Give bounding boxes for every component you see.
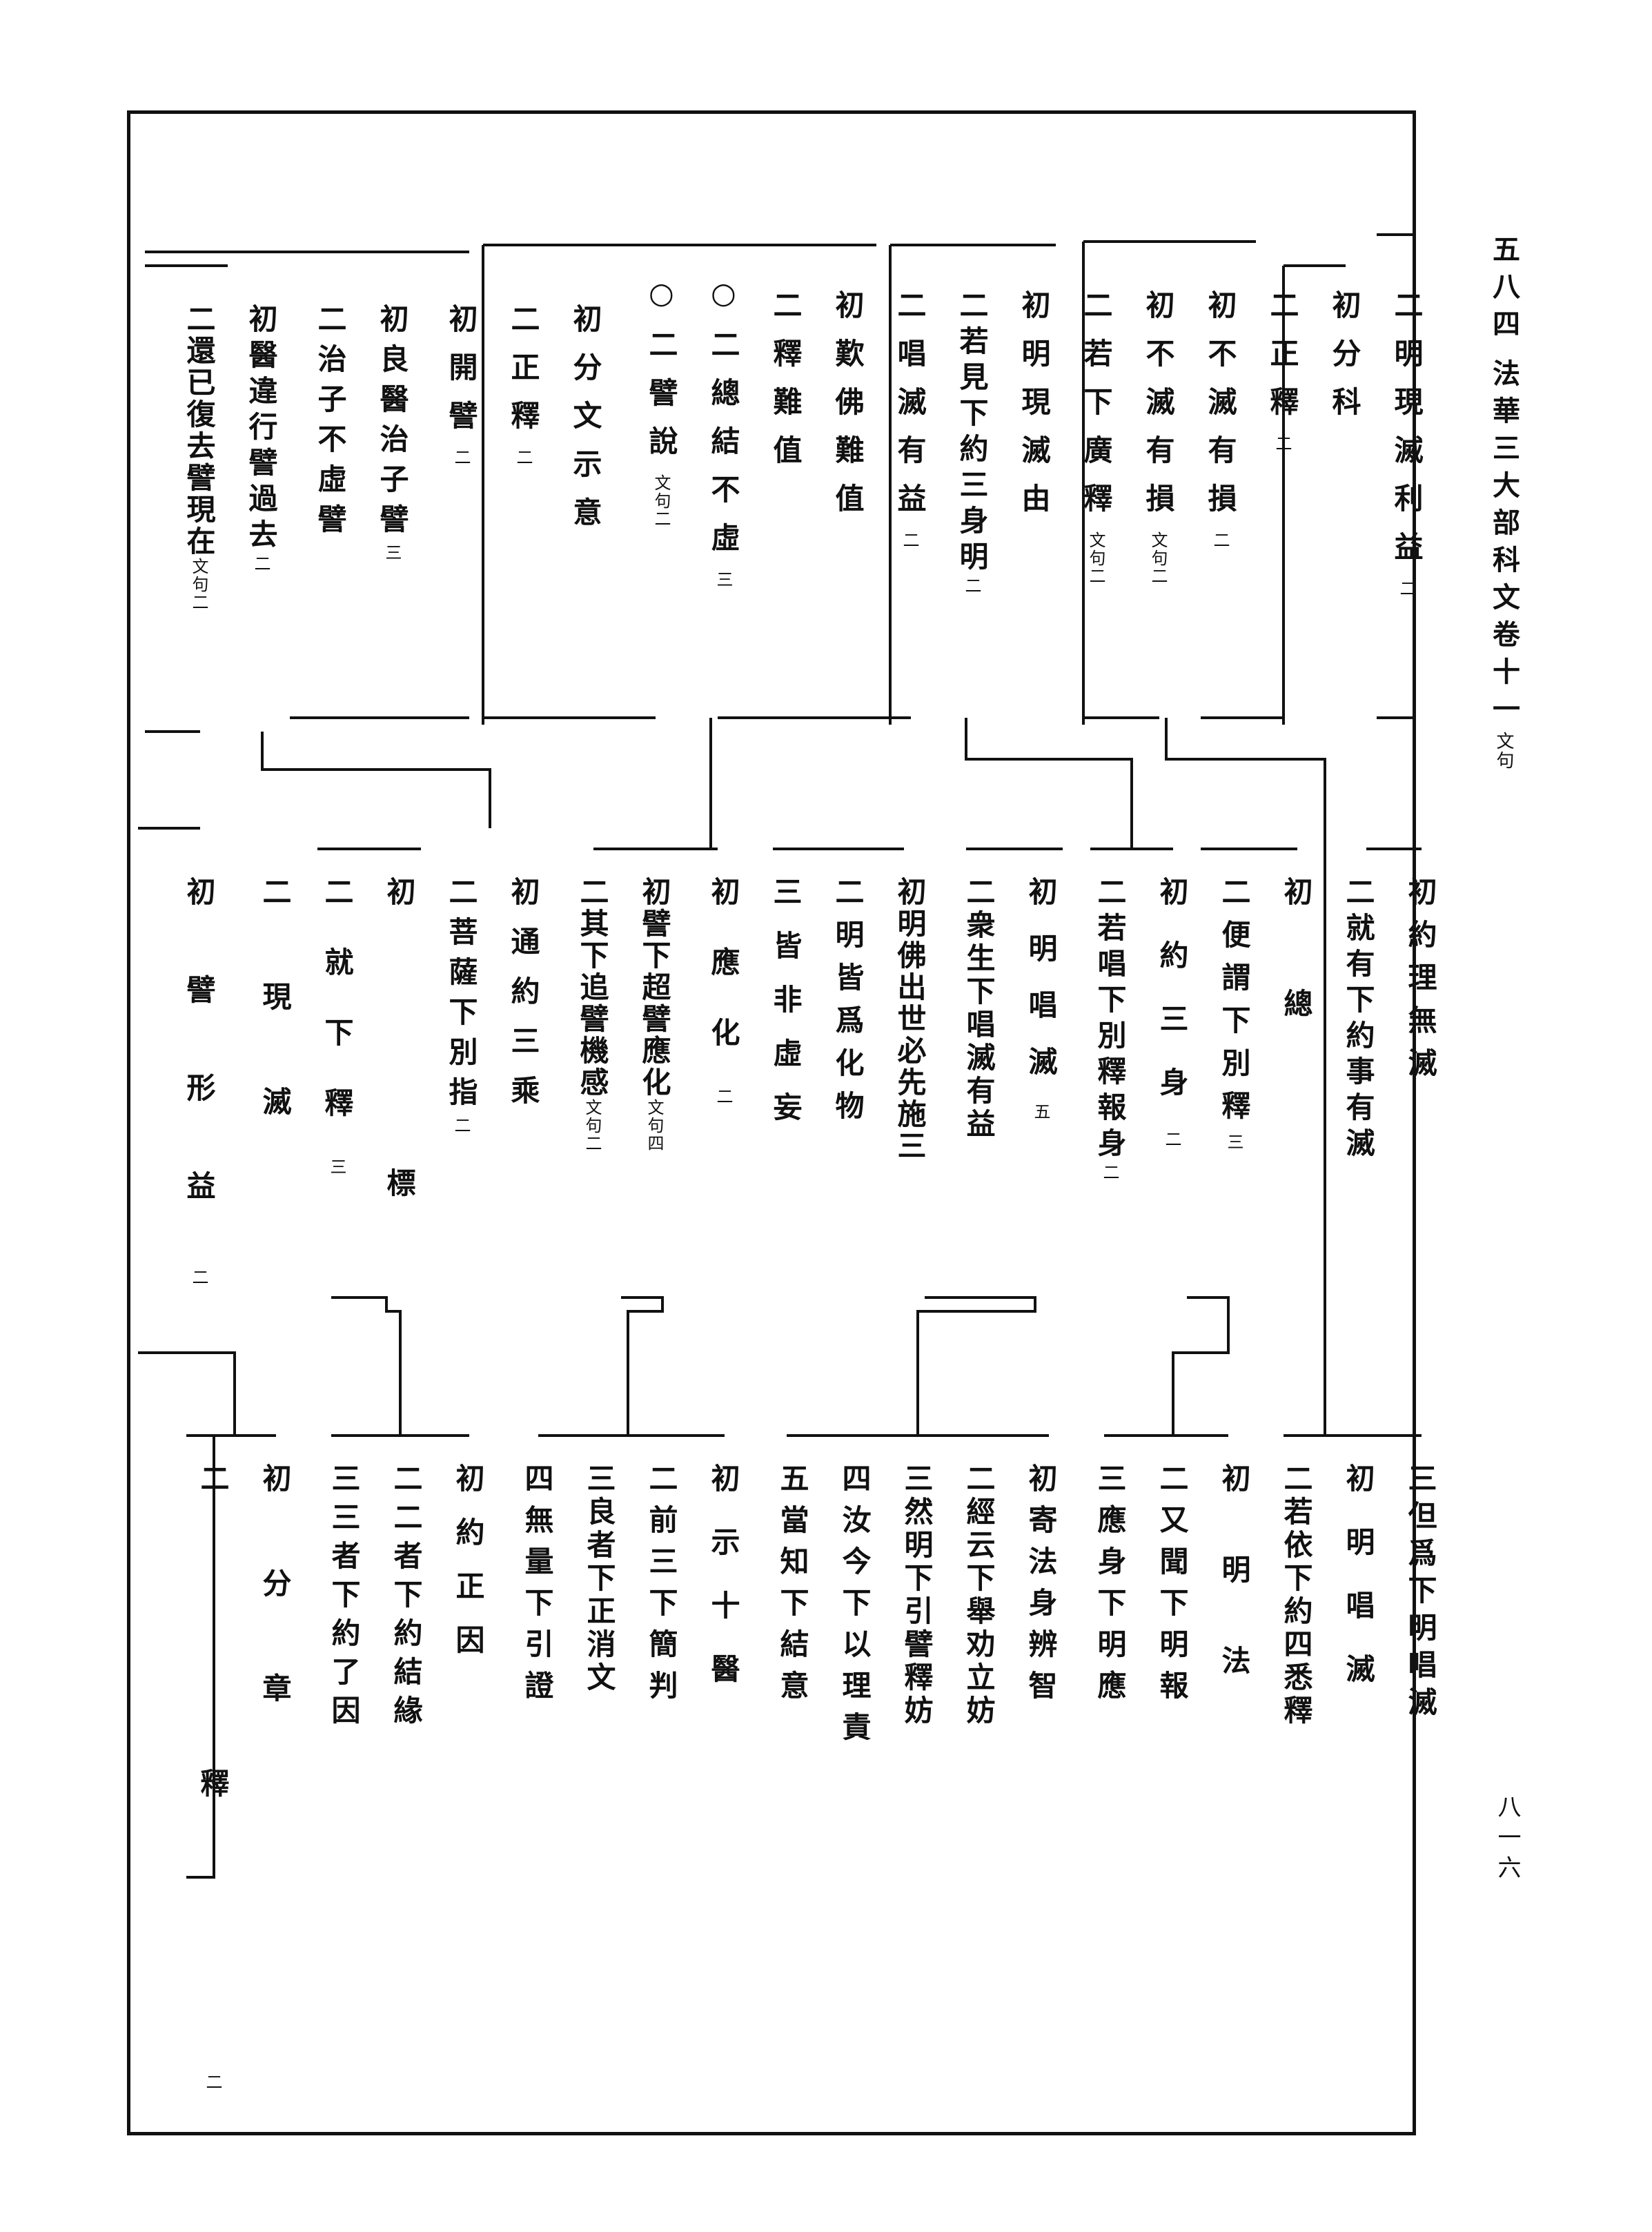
r3-item-16: 初約正因 [451, 1463, 485, 1678]
r1-item-13: ○二譬說文句二 [645, 276, 678, 528]
r1-item-19: 初醫違行譬過去二 [244, 304, 278, 573]
r2-item-2: 二就有下約事有滅 [1341, 877, 1375, 1164]
r1-item-7: 初明現滅由 [1017, 290, 1051, 531]
r3-item-18: 三三者下約了因 [327, 1463, 361, 1734]
header-title-suffix: 文句 [1493, 732, 1514, 770]
r2-item-12: 初應化二 [707, 877, 740, 1106]
r3-item-2: 初明唱滅 [1341, 1463, 1375, 1717]
r3-item-12: 初示十醫 [707, 1463, 740, 1717]
r1-item-6: 二若下廣釋文句二 [1079, 290, 1113, 585]
header-volume: 五八四 [1488, 235, 1520, 346]
r2-item-5: 初約三身二 [1155, 877, 1189, 1148]
r1-item-14: 初分文示意 [569, 304, 602, 545]
r3-item-4: 初明法 [1217, 1463, 1251, 1736]
r3-item-9: 三然明下引譬釋妨 [900, 1463, 934, 1728]
r2-item-18: 二就下釋三 [320, 877, 354, 1176]
r2-item-10: 二明皆爲化物 [831, 877, 865, 1133]
r2-item-9: 初明佛出世必先施三 [893, 877, 927, 1162]
r3-item-6: 三應身下明應 [1093, 1463, 1127, 1712]
r2-item-7: 初明唱滅五 [1024, 877, 1058, 1121]
r1-item-10: 初歎佛難值 [831, 290, 865, 531]
r3-item-17: 二二者下約結緣 [389, 1463, 423, 1734]
r1-item-18: 二治子不虛譬 [313, 304, 347, 544]
r3-item-11: 五當知下結意 [776, 1463, 809, 1712]
r1-item-2: 初分科 [1328, 290, 1361, 435]
r1-item-17: 初良醫治子譬三 [375, 304, 409, 562]
r2-item-1: 初約理無滅 [1404, 877, 1437, 1090]
r3-item-5: 二又聞下明報 [1155, 1463, 1189, 1712]
r3-item-10: 四汝今下以理責 [838, 1463, 872, 1753]
r1-item-11: 二釋難值 [769, 290, 803, 483]
r1-item-9: 二唱滅有益二 [893, 290, 927, 549]
r2-item-4: 二便謂下別釋三 [1217, 877, 1251, 1151]
r3-item-14: 三良者下正消文 [582, 1463, 616, 1695]
r2-item-17: 初標 [382, 877, 416, 1459]
r1-item-3: 二正釋二 [1266, 290, 1299, 453]
r2-item-19: 二現滅 [258, 877, 292, 1191]
r3-item-7: 初寄法身辨智 [1024, 1463, 1058, 1712]
r2-item-6: 二若唱下別釋報身二 [1093, 877, 1127, 1182]
r2-item-15: 初通約三乘 [507, 877, 540, 1125]
r2-item-16: 二菩薩下別指二 [444, 877, 478, 1135]
r2-item-13: 初譬下超譬應化文句四 [638, 877, 671, 1153]
r2-item-8: 二衆生下唱滅有益 [962, 877, 996, 1142]
r1-item-1: 二明現滅利益二 [1390, 290, 1424, 598]
r2-item-11: 三皆非虛妄 [769, 877, 803, 1146]
r1-item-12: ○二總結不虛三 [707, 276, 740, 589]
page-border [127, 110, 1416, 2135]
r3-item-1: 三但爲下明唱滅 [1404, 1463, 1437, 1724]
r2-item-3: 初總 [1279, 877, 1313, 1100]
header-title-text: 法華三大部科文卷十一 [1488, 359, 1520, 732]
header-title: 法華三大部科文卷十一文句 [1484, 359, 1524, 770]
r2-item-14: 二其下追譬機感文句二 [576, 877, 609, 1153]
r3-item-20: 二釋二 [196, 1463, 230, 2091]
r1-item-8: 二若見下約三身明二 [955, 290, 989, 595]
r3-item-3: 二若依下約四悉釋 [1279, 1463, 1313, 1728]
page-number: 八一六 [1493, 1794, 1521, 1886]
r1-item-20: 二還已復去譬現在文句二 [182, 304, 216, 611]
r1-item-5: 初不滅有損文句二 [1141, 290, 1175, 585]
r3-item-19: 初分章 [258, 1463, 292, 1778]
r2-item-20: 初譬形益二 [182, 877, 216, 1286]
r3-item-8: 二經云下舉劝立妨 [962, 1463, 996, 1728]
r3-item-15: 四無量下引證 [520, 1463, 554, 1712]
r3-item-13: 二前三下簡判 [645, 1463, 678, 1712]
r1-item-15: 二正釋二 [507, 304, 540, 467]
r1-item-16: 初開譬二 [444, 304, 478, 467]
r1-item-4: 初不滅有損二 [1203, 290, 1237, 549]
